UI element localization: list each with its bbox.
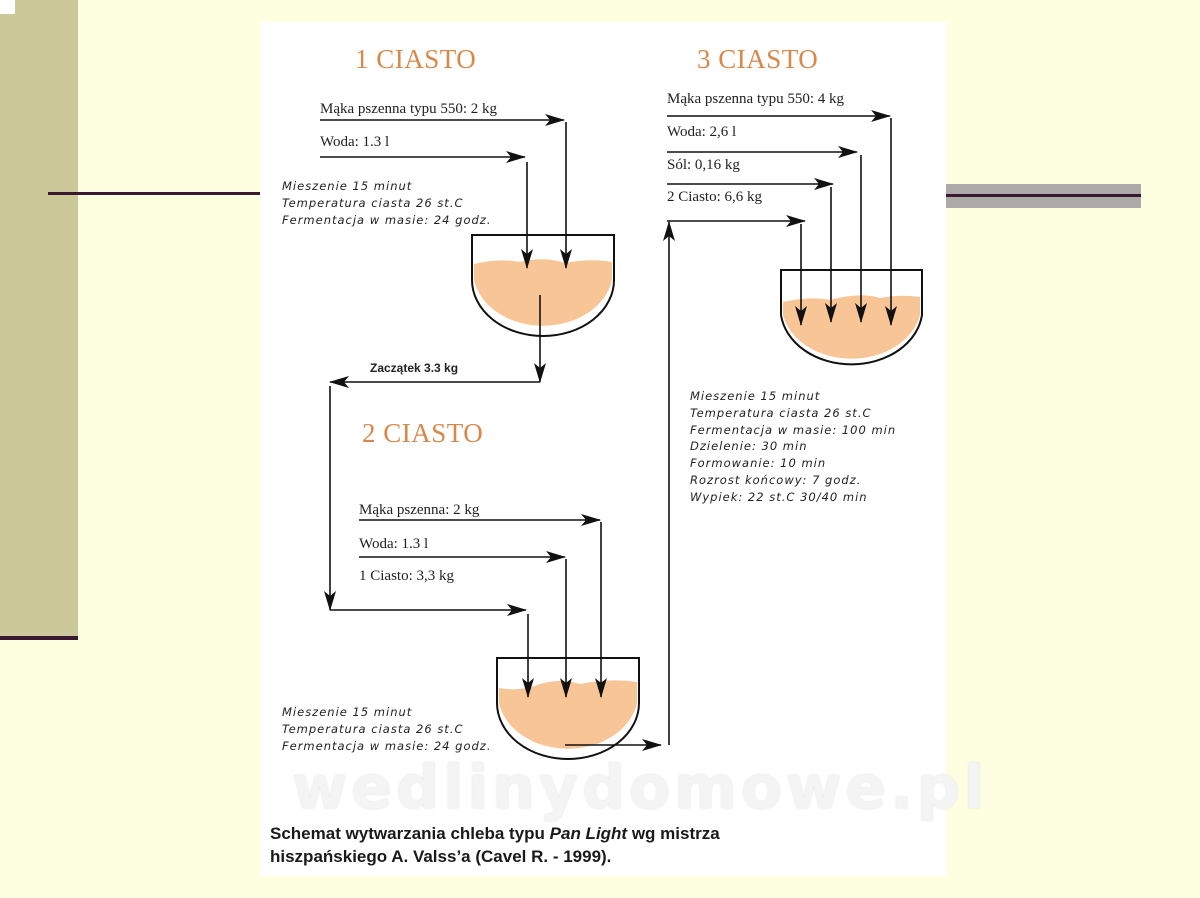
ingredient-label: Sól: 0,16 kg <box>667 157 740 173</box>
stage-2-notes: Mieszenie 15 minut Temperatura ciasta 26… <box>282 704 491 754</box>
note-line: Formowanie: 10 min <box>690 456 827 471</box>
slide-right-rule <box>946 194 1141 197</box>
note-line: Fermentacja w masie: 100 min <box>690 422 897 437</box>
note-line: Temperatura ciasta 26 st.C <box>282 721 464 736</box>
ingredient-label: Mąka pszenna typu 550: 2 kg <box>320 101 498 117</box>
slide-left-rule <box>48 192 260 195</box>
note-line: Rozrost końcowy: 7 godz. <box>690 472 862 487</box>
note-line: Mieszenie 15 minut <box>282 705 413 719</box>
caption-line-1: Schemat wytwarzania chleba typu Pan Ligh… <box>270 824 720 843</box>
stage-3-title: 3 CIASTO <box>697 44 819 74</box>
slide-side-band <box>0 0 78 636</box>
slide-corner-mark <box>0 0 15 14</box>
note-line: Temperatura ciasta 26 st.C <box>690 405 872 420</box>
note-line: Temperatura ciasta 26 st.C <box>282 195 464 210</box>
stage-1-title: 1 CIASTO <box>355 44 477 74</box>
ingredient-label: 1 Ciasto: 3,3 kg <box>359 568 455 584</box>
note-line: Mieszenie 15 minut <box>690 389 821 403</box>
note-line: Fermentacja w masie: 24 godz. <box>282 212 492 227</box>
watermark: wedlinydomowe.pl <box>292 753 989 823</box>
figure-caption: Schemat wytwarzania chleba typu Pan Ligh… <box>270 822 720 868</box>
stage-2-title: 2 CIASTO <box>362 418 484 448</box>
note-line: Wypiek: 22 st.C 30/40 min <box>690 489 868 504</box>
note-line: Mieszenie 15 minut <box>282 179 413 193</box>
ingredient-label: 2 Ciasto: 6,6 kg <box>667 189 763 205</box>
note-line: Fermentacja w masie: 24 godz. <box>282 738 492 753</box>
slide-band-rule <box>0 636 78 640</box>
stage-3-notes: Mieszenie 15 minut Temperatura ciasta 26… <box>690 388 896 506</box>
ingredient-label: Woda: 1.3 l <box>320 134 390 150</box>
ingredient-label: Woda: 2,6 l <box>667 124 737 140</box>
stage-1-notes: Mieszenie 15 minut Temperatura ciasta 26… <box>282 178 491 228</box>
mixing-bowl-2 <box>496 657 640 760</box>
ingredient-label: Woda: 1.3 l <box>359 536 429 552</box>
caption-line-2: hiszpańskiego A. Valss’a (Cavel R. - 199… <box>270 847 612 866</box>
flow-arrows <box>320 110 897 751</box>
mixing-bowl-1 <box>471 234 615 337</box>
mixing-bowl-3 <box>780 269 923 366</box>
ingredient-label: Mąka pszenna typu 550: 4 kg <box>667 91 845 107</box>
note-line: Dzielenie: 30 min <box>690 439 808 454</box>
starter-output-label: Zaczątek 3.3 kg <box>370 361 459 375</box>
ingredient-label: Mąka pszenna: 2 kg <box>359 502 480 518</box>
